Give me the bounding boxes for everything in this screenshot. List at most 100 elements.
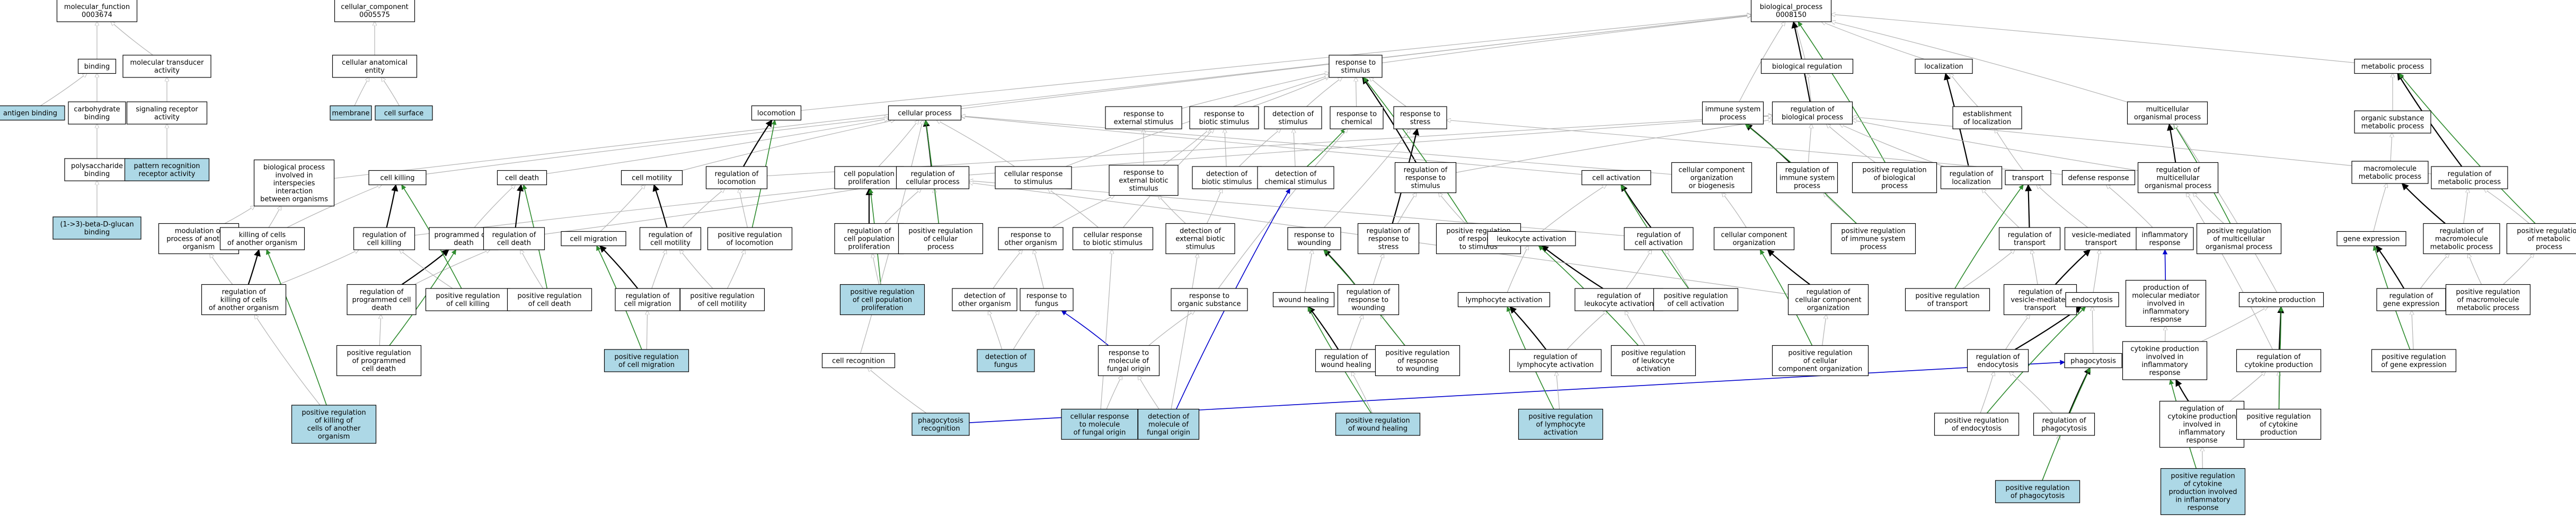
go-term-node-cytoprod[interactable]: cytokine production — [2238, 292, 2324, 308]
go-term-node-cellrecog[interactable]: cell recognition — [821, 353, 896, 369]
go-term-node-metab[interactable]: metabolic process — [2354, 58, 2431, 74]
go-term-node-cellsurf[interactable]: cell surface — [375, 105, 433, 121]
go-term-node-membrane[interactable]: membrane — [330, 105, 372, 121]
go-term-node-cellproc[interactable]: cellular process — [888, 105, 962, 121]
go-term-node-binding[interactable]: binding — [77, 58, 117, 74]
go-term-node-antigen[interactable]: antigen binding — [0, 105, 65, 121]
go-term-node-cellmig[interactable]: cell migration — [561, 231, 626, 247]
go-term-node-bioreg[interactable]: biological regulation — [1760, 58, 1854, 74]
go-term-node-woundheal[interactable]: wound healing — [1272, 292, 1335, 308]
go-term-node-phagocytosis[interactable]: phagocytosis — [2064, 353, 2122, 369]
go-term-node-geneexp[interactable]: gene expression — [2336, 231, 2406, 247]
go-term-node-localization[interactable]: localization — [1915, 58, 1973, 74]
go-term-node-cellact[interactable]: cell activation — [1581, 170, 1651, 186]
go-term-node-lymphact[interactable]: lymphocyte activation — [1457, 292, 1551, 308]
go-term-node-cellmot[interactable]: cell motility — [621, 170, 683, 186]
go-term-node-endocytosis[interactable]: endocytosis — [2065, 292, 2119, 308]
go-term-node-locomotion[interactable]: locomotion — [751, 105, 802, 121]
